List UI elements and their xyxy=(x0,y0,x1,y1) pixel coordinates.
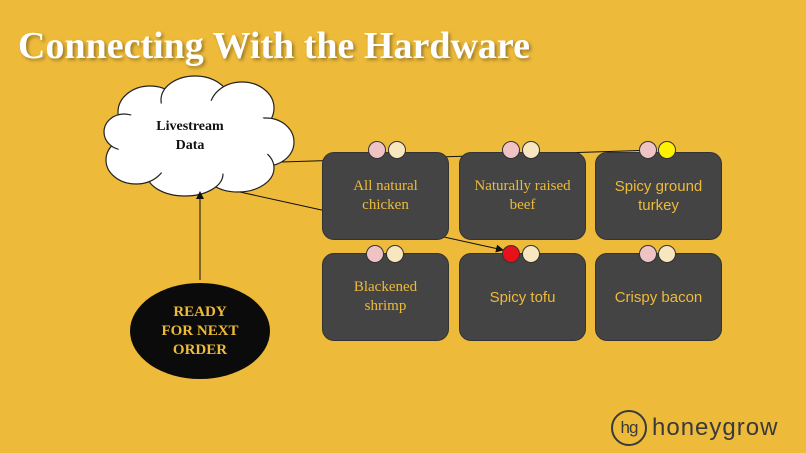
tile-label: Crispy bacon xyxy=(614,288,703,306)
tile-blackened-shrimp: Blackened shrimp xyxy=(322,253,449,341)
indicator-cream xyxy=(658,245,676,263)
ready-label-line2: FOR NEXT xyxy=(161,322,239,339)
slide-title: Connecting With the Hardware xyxy=(18,25,530,67)
tile-all-natural-chicken: All natural chicken xyxy=(322,152,449,240)
indicator-cream xyxy=(522,245,540,263)
ready-for-next-order-node: READY FOR NEXT ORDER xyxy=(130,283,270,379)
logo-text: honeygrow xyxy=(652,414,779,441)
tile-spicy-ground-turkey: Spicy ground turkey xyxy=(595,152,722,240)
tile-label: shrimp xyxy=(364,298,407,314)
cloud-label-line2: Data xyxy=(175,138,205,153)
ready-label-line1: READY xyxy=(173,303,227,320)
tile-label: Blackened xyxy=(353,279,418,295)
tile-label: Spicy ground xyxy=(614,178,703,195)
indicator-cream xyxy=(522,141,540,159)
honeygrow-logo: hg honeygrow xyxy=(611,408,778,448)
tile-label: Naturally raised xyxy=(474,178,571,194)
indicator-pink xyxy=(368,141,386,159)
indicator-pink xyxy=(502,141,520,159)
cloud-label-line1: Livestream xyxy=(156,119,224,134)
tile-label: Spicy tofu xyxy=(489,288,556,306)
tile-label: chicken xyxy=(362,197,409,213)
indicator-yellow-active xyxy=(658,141,676,159)
ready-label-line3: ORDER xyxy=(172,341,228,358)
tile-label: All natural xyxy=(353,178,418,194)
indicator-pink xyxy=(366,245,384,263)
indicator-pink xyxy=(639,141,657,159)
indicator-red-active xyxy=(502,245,520,263)
tile-spicy-tofu: Spicy tofu xyxy=(459,253,586,341)
indicator-cream xyxy=(388,141,406,159)
indicator-pink xyxy=(639,245,657,263)
tile-crispy-bacon: Crispy bacon xyxy=(595,253,722,341)
cloud-label: Livestream Data xyxy=(130,117,250,155)
tile-label: beef xyxy=(509,197,536,213)
tile-naturally-raised-beef: Naturally raised beef xyxy=(459,152,586,240)
logo-mark: hg xyxy=(611,410,647,446)
tile-label: turkey xyxy=(638,197,679,214)
indicator-cream xyxy=(386,245,404,263)
